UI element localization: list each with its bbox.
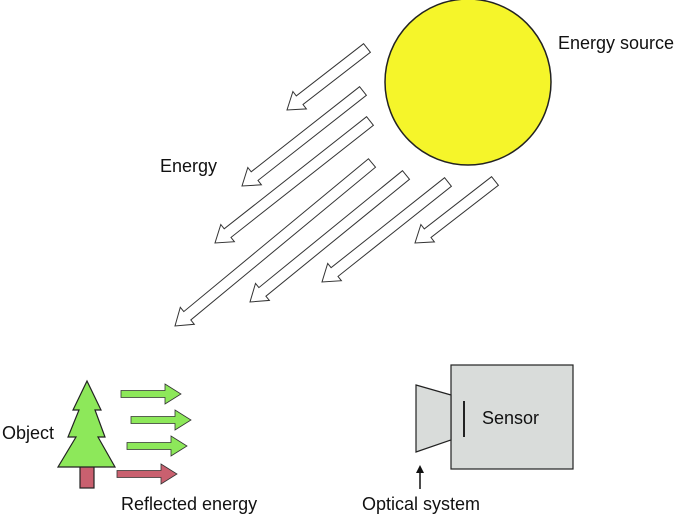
energy-arrow-3 [214,115,375,244]
energy-source-label: Energy source [558,33,675,53]
energy-arrow-6 [321,176,453,283]
incoming-energy-arrows [174,43,500,327]
sensor-body [450,364,574,470]
tree-trunk [79,465,95,489]
sensor-label: Sensor [482,408,540,428]
optical-system-lens [415,384,452,453]
reflected-energy-label: Reflected energy [121,494,258,514]
reflected-arrow-4 [116,463,178,485]
camera-icon [415,364,574,470]
object-label: Object [2,423,55,443]
energy-label: Energy [160,156,218,176]
reflected-arrow-1 [120,383,182,405]
optical-system-pointer [416,465,424,489]
energy-arrow-7 [414,176,500,244]
energy-arrow-4 [174,158,377,327]
reflected-energy-arrows [116,383,192,485]
tree-crown [56,379,117,468]
energy-arrow-1 [286,43,372,111]
energy-source-sun [384,0,552,166]
tree-icon [56,379,117,489]
energy-arrow-2 [241,85,368,187]
energy-arrow-5 [249,169,411,303]
reflected-arrow-2 [130,409,192,431]
optical-system-label: Optical system [362,494,481,514]
reflected-arrow-3 [126,435,188,457]
